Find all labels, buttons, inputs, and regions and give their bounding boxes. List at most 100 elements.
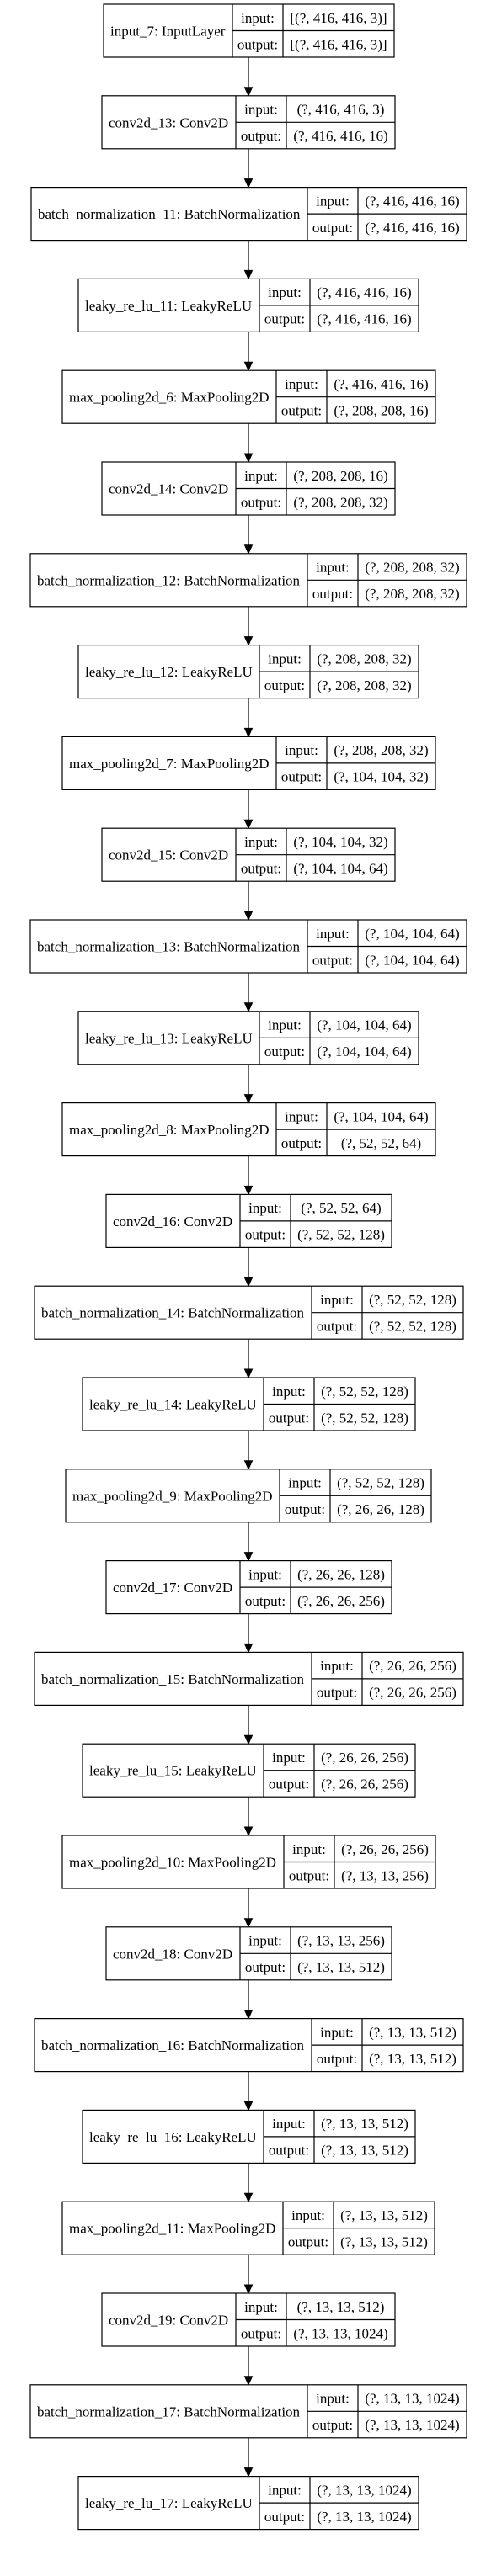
output-port-label: output: — [317, 1318, 357, 1334]
layer-name: batch_normalization_15: BatchNormalizati… — [41, 1671, 305, 1687]
layer-node-batch-normalization-12: batch_normalization_12: BatchNormalizati… — [29, 553, 467, 608]
layer-name: input_7: InputLayer — [110, 24, 226, 40]
input-shape: (?, 208, 208, 32) — [317, 651, 411, 667]
output-shape: (?, 208, 208, 16) — [334, 402, 428, 418]
edge-arrow — [243, 1705, 254, 1745]
layer-name: leaky_re_lu_13: LeakyReLU — [85, 1030, 253, 1046]
layer-node-batch-normalization-15: batch_normalization_15: BatchNormalizati… — [34, 1651, 464, 1707]
output-shape: (?, 13, 13, 1024) — [365, 2417, 459, 2433]
input-shape: (?, 26, 26, 256) — [321, 1750, 408, 1766]
input-port-label: input: — [248, 1566, 282, 1582]
layer-name: max_pooling2d_9: MaxPooling2D — [72, 1488, 273, 1504]
layer-node-leaky-re-lu-12: leaky_re_lu_12: LeakyReLUinput:output:(?… — [77, 644, 419, 699]
layer-name: max_pooling2d_10: MaxPooling2D — [69, 1855, 276, 1871]
input-port-label: input: — [244, 102, 278, 118]
edge-arrow — [243, 973, 254, 1013]
input-port-label: input: — [272, 2116, 306, 2132]
output-shape: (?, 52, 52, 128) — [297, 1227, 385, 1243]
edge-arrow — [243, 240, 254, 280]
input-port-label: input: — [316, 2391, 350, 2407]
output-shape: (?, 52, 52, 128) — [321, 1410, 408, 1426]
edge-arrow — [243, 1247, 254, 1288]
input-shape: (?, 13, 13, 1024) — [365, 2391, 459, 2407]
layer-name: leaky_re_lu_11: LeakyReLU — [85, 298, 252, 314]
layer-node-max-pooling2d-10: max_pooling2d_10: MaxPooling2Dinput:outp… — [61, 1835, 436, 1889]
input-port-label: input: — [244, 2299, 278, 2315]
edge-arrow — [243, 1888, 254, 1929]
layer-name: leaky_re_lu_17: LeakyReLU — [85, 2495, 253, 2511]
output-port-label: output: — [312, 952, 353, 968]
output-shape: (?, 104, 104, 64) — [293, 860, 387, 876]
layer-node-max-pooling2d-11: max_pooling2d_11: MaxPooling2Dinput:outp… — [61, 2201, 435, 2255]
layer-node-leaky-re-lu-14: leaky_re_lu_14: LeakyReLUinput:output:(?… — [82, 1377, 416, 1431]
input-port-label: input: — [285, 742, 318, 758]
edge-arrow — [243, 881, 254, 922]
layer-name: batch_normalization_11: BatchNormalizati… — [38, 206, 301, 222]
input-port-label: input: — [248, 1200, 282, 1216]
layer-name: conv2d_19: Conv2D — [109, 2313, 228, 2329]
input-shape: (?, 416, 416, 16) — [334, 376, 428, 392]
input-shape: (?, 13, 13, 512) — [297, 2299, 385, 2315]
layer-name: conv2d_16: Conv2D — [113, 1214, 232, 1230]
input-shape: (?, 208, 208, 16) — [293, 468, 387, 484]
input-port-label: input: — [268, 2482, 302, 2498]
edge-arrow — [243, 423, 254, 464]
input-shape: (?, 13, 13, 512) — [321, 2116, 408, 2132]
layer-node-max-pooling2d-6: max_pooling2d_6: MaxPooling2Dinput:outpu… — [61, 369, 436, 424]
layer-name: conv2d_14: Conv2D — [109, 481, 228, 497]
input-shape: (?, 104, 104, 64) — [317, 1017, 411, 1033]
output-port-label: output: — [269, 1776, 309, 1792]
output-port-label: output: — [288, 2233, 328, 2249]
output-shape: (?, 208, 208, 32) — [317, 677, 411, 693]
input-port-label: input: — [248, 1933, 282, 1949]
input-shape: (?, 208, 208, 32) — [365, 560, 459, 576]
output-port-label: output: — [241, 2325, 281, 2341]
output-port-label: output: — [312, 586, 353, 602]
layer-name: batch_normalization_16: BatchNormalizati… — [41, 2037, 305, 2053]
input-shape: (?, 52, 52, 128) — [337, 1475, 424, 1491]
input-shape: (?, 26, 26, 256) — [369, 1658, 456, 1674]
output-port-label: output: — [281, 769, 322, 785]
output-port-label: output: — [264, 311, 305, 327]
output-shape: (?, 416, 416, 16) — [317, 311, 411, 327]
output-port-label: output: — [312, 2417, 353, 2433]
input-port-label: input: — [316, 560, 350, 576]
input-shape: (?, 416, 416, 3) — [297, 102, 385, 118]
input-shape: (?, 416, 416, 16) — [317, 284, 411, 300]
input-port-label: input: — [291, 2207, 325, 2223]
input-port-label: input: — [244, 468, 278, 484]
layer-node-leaky-re-lu-11: leaky_re_lu_11: LeakyReLUinput:output:(?… — [77, 278, 419, 332]
input-port-label: input: — [288, 1475, 322, 1491]
node-frame — [61, 1102, 436, 1157]
input-port-label: input: — [285, 1108, 318, 1124]
layer-name: conv2d_17: Conv2D — [113, 1580, 232, 1596]
layer-name: batch_normalization_14: BatchNormalizati… — [41, 1305, 305, 1321]
input-shape: (?, 104, 104, 64) — [334, 1108, 428, 1124]
output-port-label: output: — [317, 2051, 357, 2067]
input-port-label: input: — [320, 1658, 354, 1674]
output-shape: (?, 416, 416, 16) — [365, 220, 459, 236]
layer-node-max-pooling2d-7: max_pooling2d_7: MaxPooling2Dinput:outpu… — [61, 736, 436, 791]
input-shape: (?, 13, 13, 512) — [340, 2207, 428, 2223]
layer-node-conv2d-19: conv2d_19: Conv2D input: output: (?, 13, 13… — [101, 2292, 396, 2347]
output-port-label: output: — [269, 2143, 309, 2159]
input-port-label: input: — [268, 1017, 302, 1033]
layer-name: batch_normalization_17: BatchNormalizati… — [37, 2403, 301, 2419]
layer-name: leaky_re_lu_14: LeakyReLU — [89, 1397, 257, 1413]
edge-arrow — [243, 1797, 254, 1837]
layer-name: leaky_re_lu_16: LeakyReLU — [89, 2129, 257, 2145]
output-shape: (?, 104, 104, 32) — [334, 769, 428, 785]
edge-arrow — [243, 1064, 254, 1104]
layer-name: leaky_re_lu_12: LeakyReLU — [85, 664, 253, 680]
layer-node-batch-normalization-16: batch_normalization_16: BatchNormalizati… — [34, 2018, 464, 2073]
layer-name: conv2d_15: Conv2D — [109, 847, 228, 863]
output-shape: (?, 26, 26, 256) — [321, 1776, 408, 1792]
input-port-label: input: — [241, 10, 275, 26]
layer-node-leaky-re-lu-13: leaky_re_lu_13: LeakyReLUinput:output:(?… — [77, 1011, 419, 1065]
output-shape: (?, 52, 52, 64) — [341, 1135, 421, 1151]
output-shape: (?, 26, 26, 256) — [297, 1593, 385, 1609]
